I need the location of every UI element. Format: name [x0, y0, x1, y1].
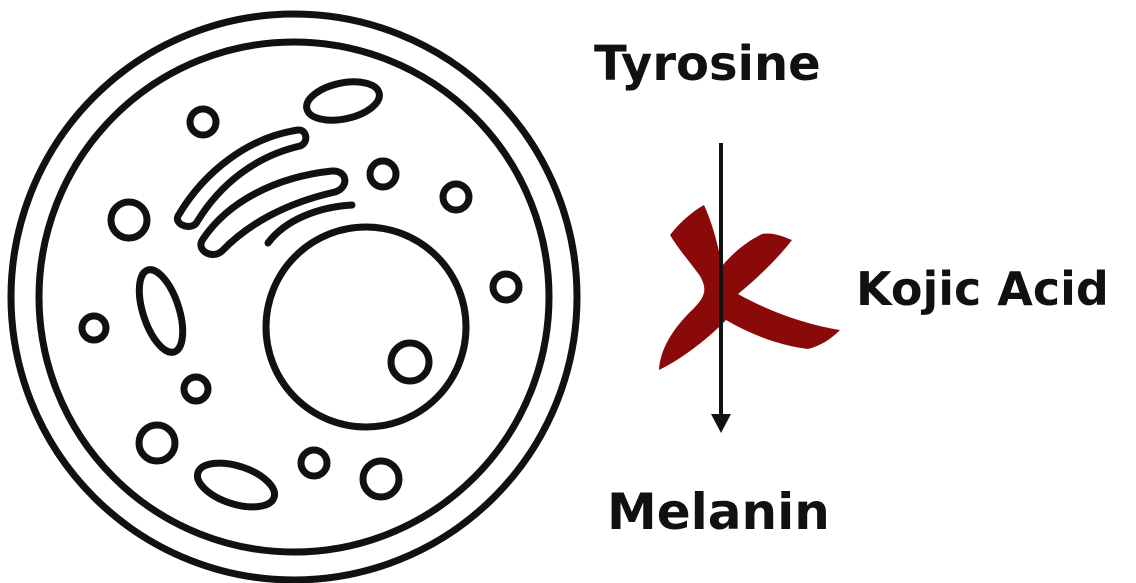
organelle-ellipse-left: [131, 265, 192, 358]
vesicle: [184, 377, 208, 401]
x-mark-icon: [659, 205, 840, 370]
vesicle: [301, 450, 327, 476]
vesicle: [190, 109, 216, 135]
nucleolus: [391, 343, 429, 381]
vesicle: [370, 161, 396, 187]
organelle-ellipse-top: [303, 76, 383, 127]
nucleus: [266, 227, 466, 427]
cell-icon: [11, 14, 577, 580]
inhibitor-label: Kojic Acid: [856, 266, 1109, 312]
product-label: Melanin: [607, 487, 830, 537]
substrate-label: Tyrosine: [594, 40, 821, 88]
cell-inner-membrane: [39, 42, 549, 552]
vesicle: [82, 316, 106, 340]
vesicle: [139, 425, 175, 461]
vesicle: [493, 274, 519, 300]
cell-outer-membrane: [11, 14, 577, 580]
vesicle: [363, 461, 399, 497]
organelle-ellipse-bottom: [192, 455, 280, 516]
vesicle: [111, 202, 147, 238]
vesicle: [443, 184, 469, 210]
